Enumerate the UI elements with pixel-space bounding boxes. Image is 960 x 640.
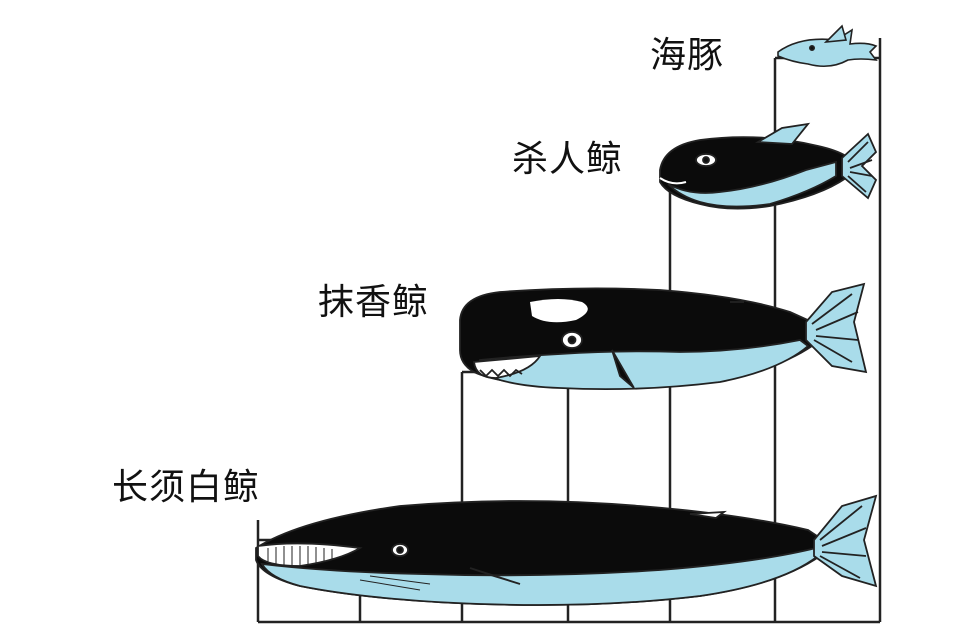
blue-whale-icon <box>255 494 878 606</box>
sperm-whale-label: 抹香鲸 <box>318 282 430 323</box>
dolphin-label: 海豚 <box>650 35 725 76</box>
orca-icon <box>659 122 878 210</box>
dolphin-icon <box>777 24 878 68</box>
sperm-whale-icon <box>459 282 868 391</box>
orca-label: 杀人鲸 <box>512 139 624 180</box>
blue-whale-label: 长须白鲸 <box>112 467 261 508</box>
